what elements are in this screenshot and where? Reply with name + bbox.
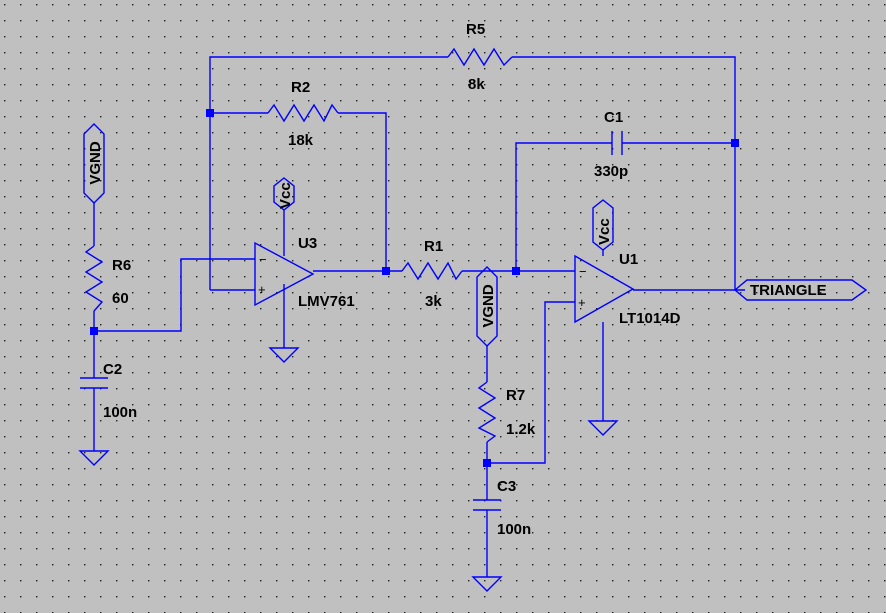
- net-flag-outline: [83, 123, 105, 204]
- net-flag-outline: [592, 199, 614, 251]
- net-flag-vgnd-mid[interactable]: VGND: [476, 266, 498, 347]
- capacitor-c2[interactable]: C2 100n: [80, 361, 137, 421]
- r1-name: R1: [424, 238, 443, 255]
- resistor-r7[interactable]: R7 1.2k: [477, 381, 536, 443]
- c1-name: C1: [604, 109, 623, 126]
- ground-icon: [78, 450, 110, 466]
- c1-value: 330p: [594, 163, 628, 180]
- resistor-r5[interactable]: R5 8k: [447, 21, 513, 93]
- capacitor-c3[interactable]: C3 100n: [473, 478, 531, 538]
- r2-value: 18k: [288, 132, 314, 149]
- junction-dot: [382, 267, 390, 275]
- net-flag-triangle[interactable]: TRIANGLE: [733, 279, 868, 301]
- r7-value: 1.2k: [506, 421, 536, 438]
- junction-dot: [206, 109, 214, 117]
- ground-icon: [587, 420, 619, 436]
- opamp-u3[interactable]: − + U3 LMV761: [254, 235, 355, 310]
- junctions: [90, 109, 739, 467]
- wire-r5-right[interactable]: [512, 56, 736, 290]
- r2-name: R2: [291, 79, 310, 96]
- junction-dot: [90, 327, 98, 335]
- r7-name: R7: [506, 387, 525, 404]
- junction-dot: [731, 139, 739, 147]
- junction-dot: [483, 459, 491, 467]
- wire-c1-left[interactable]: [515, 142, 612, 271]
- net-flag-outline: [733, 279, 868, 301]
- u3-minus-sign: −: [259, 252, 267, 267]
- vgnd-mid-label: VGND: [480, 284, 497, 328]
- u3-plus-sign: +: [258, 282, 266, 297]
- r6-name: R6: [112, 257, 131, 274]
- net-flag-vcc-u3[interactable]: Vcc: [273, 177, 295, 211]
- net-flag-outline: [476, 266, 498, 347]
- junction-dot: [512, 267, 520, 275]
- net-flag-vgnd-left[interactable]: VGND: [83, 123, 105, 204]
- resistor-r2[interactable]: R2 18k: [267, 79, 339, 149]
- wire-u1-plus[interactable]: [487, 301, 575, 464]
- wire-r5-left[interactable]: [209, 56, 448, 290]
- opamp-u1-triangle: [574, 254, 635, 324]
- u1-plus-sign: +: [578, 295, 586, 310]
- u1-name: U1: [619, 251, 638, 268]
- u1-minus-sign: −: [579, 264, 587, 279]
- resistor-r1-zigzag: [401, 261, 463, 281]
- ground-icon: [471, 576, 503, 592]
- wire-u3-plus[interactable]: [94, 258, 255, 332]
- resistor-r7-zigzag: [477, 381, 497, 443]
- vcc-u3-label: Vcc: [277, 182, 294, 209]
- resistor-r2-zigzag: [267, 103, 339, 123]
- r5-name: R5: [466, 21, 485, 38]
- triangle-label: TRIANGLE: [750, 282, 827, 299]
- net-flag-vcc-u1[interactable]: Vcc: [592, 199, 614, 251]
- resistor-r5-zigzag: [447, 47, 513, 67]
- ground-symbols: [78, 347, 619, 592]
- ground-icon: [268, 347, 300, 363]
- u3-name: U3: [298, 235, 317, 252]
- r1-value: 3k: [425, 293, 442, 310]
- opamp-u1[interactable]: − + U1 LT1014D: [574, 251, 681, 327]
- r5-value: 8k: [468, 76, 485, 93]
- u1-part: LT1014D: [619, 310, 681, 327]
- vgnd-left-label: VGND: [87, 141, 104, 185]
- r6-value: 60: [112, 290, 129, 307]
- wires: [93, 56, 745, 577]
- u3-part: LMV761: [298, 293, 355, 310]
- capacitor-c1[interactable]: C1 330p: [594, 109, 628, 180]
- net-flag-outline: [273, 177, 295, 211]
- c2-name: C2: [103, 361, 122, 378]
- wire-r2-right[interactable]: [338, 112, 387, 271]
- resistor-r1[interactable]: R1 3k: [401, 238, 463, 310]
- resistor-r6[interactable]: R6 60: [84, 245, 131, 312]
- c2-value: 100n: [103, 404, 137, 421]
- resistor-r6-zigzag: [84, 245, 104, 312]
- c3-value: 100n: [497, 521, 531, 538]
- c3-name: C3: [497, 478, 516, 495]
- vcc-u1-label: Vcc: [596, 218, 613, 245]
- opamp-u3-triangle: [254, 241, 315, 307]
